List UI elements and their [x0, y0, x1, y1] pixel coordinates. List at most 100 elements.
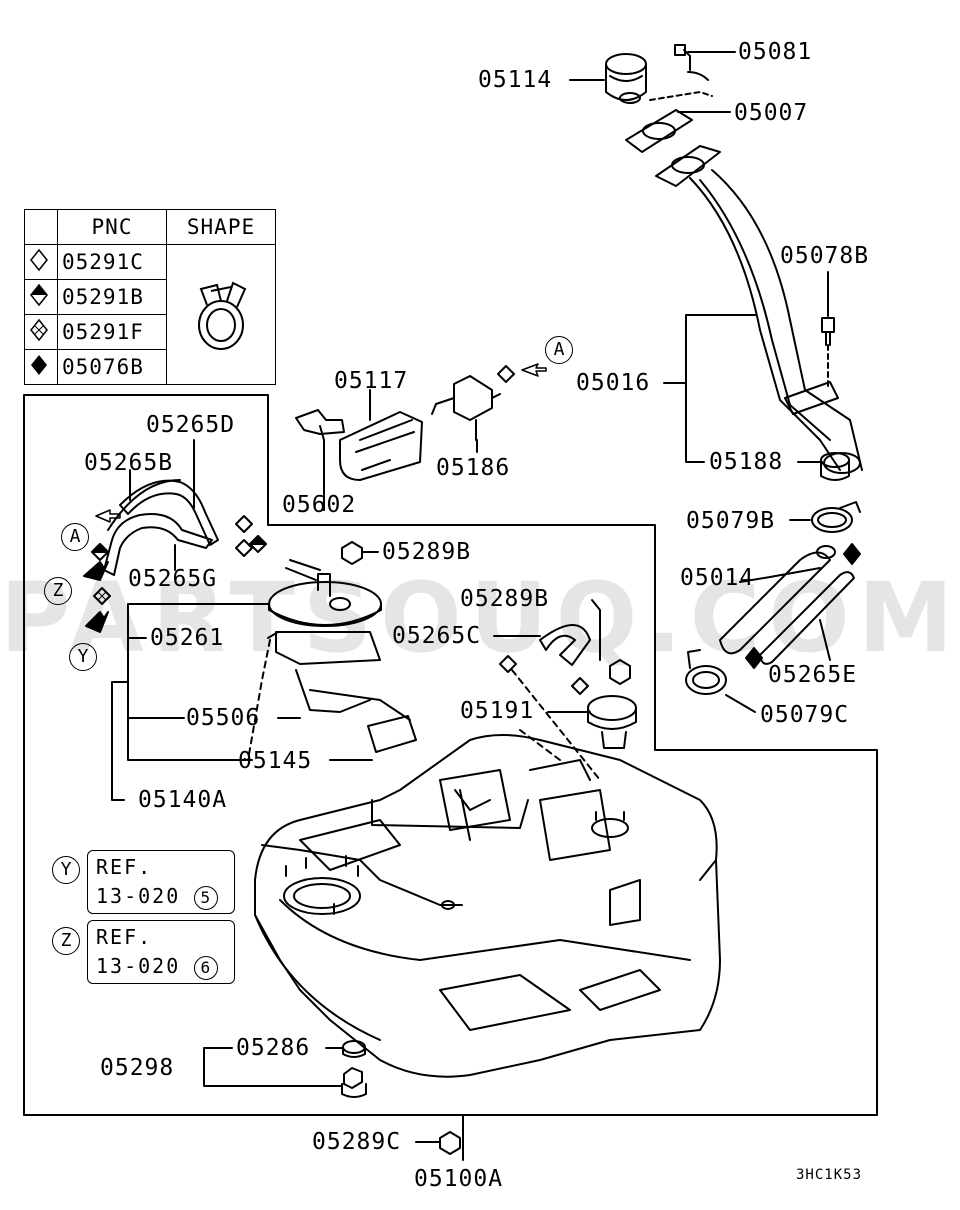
label-05289B: 05289B — [382, 539, 472, 565]
nut-05289B — [341, 541, 363, 565]
label-05007: 05007 — [734, 100, 809, 126]
label-05117: 05117 — [334, 368, 409, 394]
diamond-outline-icon — [24, 244, 58, 280]
watermark: PARTSOUQ.COM — [0, 562, 960, 674]
dashed-leader — [511, 669, 601, 781]
ref-title: REF. — [96, 855, 153, 879]
tank-group-frame — [23, 394, 878, 1116]
dashed-leader — [519, 729, 561, 761]
legend-pnc: 05291B — [57, 279, 167, 315]
tank-fitting — [591, 811, 629, 838]
legend-pnc: 05291C — [57, 244, 167, 280]
label-05191: 05191 — [460, 698, 535, 724]
drain-washer-05286 — [342, 1040, 366, 1058]
ref-marker-y: Y — [52, 856, 80, 884]
filler-hose-05014 — [719, 545, 836, 655]
label-05289B: 05289B — [460, 586, 550, 612]
hoses-05265-set — [103, 479, 219, 576]
label-05078B: 05078B — [780, 243, 870, 269]
label-05298: 05298 — [100, 1055, 175, 1081]
diamond-outline-icon — [235, 515, 253, 533]
label-05114: 05114 — [478, 67, 553, 93]
label-05289C: 05289C — [312, 1129, 402, 1155]
diamond-half-icon — [24, 279, 58, 315]
label-05265D: 05265D — [146, 412, 236, 438]
vent-tube — [261, 844, 463, 906]
arrow-solid-icon — [85, 611, 109, 633]
sender-05191 — [587, 695, 637, 749]
clamp-shape-icon — [198, 281, 247, 350]
marker-z: Z — [44, 577, 72, 605]
label-05265E: 05265E — [768, 662, 858, 688]
label-05186: 05186 — [436, 455, 511, 481]
cover-05117 — [339, 411, 423, 481]
diamond-outline-icon — [499, 655, 517, 673]
label-05079B: 05079B — [686, 508, 776, 534]
diamond-hatched-icon — [93, 587, 111, 605]
arrow-outline-icon — [95, 509, 121, 523]
legend-header-shape: SHAPE — [166, 209, 276, 245]
label-05265C: 05265C — [392, 623, 482, 649]
fuel-pump-module — [247, 559, 417, 761]
bolt-05289C — [439, 1131, 461, 1155]
hose-05265C — [539, 624, 591, 666]
legend-table: PNC SHAPE 05291C 05291B 05291F 05076B — [24, 209, 276, 385]
fuel-cap-05114 — [605, 53, 647, 104]
label-05261: 05261 — [150, 625, 225, 651]
ref-title: REF. — [96, 925, 153, 949]
label-05506: 05506 — [186, 705, 261, 731]
gasket-05007 — [625, 109, 693, 153]
clamp-05079B — [811, 501, 861, 533]
label-05016: 05016 — [576, 370, 651, 396]
ref-box-y: REF. 13-020 5 — [87, 850, 235, 914]
marker-y: Y — [69, 643, 97, 671]
label-05014: 05014 — [680, 565, 755, 591]
ref-code: 13-020 — [96, 954, 181, 978]
legend-pnc: 05076B — [57, 349, 167, 385]
label-05265G: 05265G — [128, 566, 218, 592]
filter-05186 — [431, 375, 501, 441]
diamond-outline-icon — [571, 677, 589, 695]
label-05188: 05188 — [709, 449, 784, 475]
drain-plug-05298 — [341, 1067, 367, 1098]
legend-pnc: 05291F — [57, 314, 167, 350]
diamond-solid-icon — [24, 349, 58, 385]
diamond-hatched-icon — [24, 314, 58, 350]
label-05100A: 05100A — [414, 1166, 504, 1192]
label-05145: 05145 — [238, 748, 313, 774]
ref-code: 13-020 — [96, 884, 181, 908]
ref-number: 6 — [194, 956, 219, 980]
diamond-hatched-icon — [235, 539, 253, 557]
clamp-05079C — [685, 649, 727, 695]
breather-hose-05265E — [759, 571, 855, 665]
leader-lines — [111, 51, 831, 1161]
ref-number: 5 — [194, 886, 219, 910]
diamond-solid-icon — [843, 543, 861, 565]
label-05140A: 05140A — [138, 787, 228, 813]
label-05079C: 05079C — [760, 702, 850, 728]
legend-header-pnc: PNC — [57, 209, 167, 245]
marker-a: A — [545, 336, 573, 364]
fuel-tank-05100A — [254, 734, 721, 1078]
tank-mounting-ring — [283, 855, 361, 915]
label-05286: 05286 — [236, 1035, 311, 1061]
label-05265B: 05265B — [84, 450, 174, 476]
label-05081: 05081 — [738, 39, 813, 65]
diamond-solid-icon — [745, 647, 763, 669]
clamp-shape-cell — [166, 244, 276, 385]
marker-a: A — [61, 523, 89, 551]
diamond-outline-icon — [497, 365, 515, 383]
ref-box-z: REF. 13-020 6 — [87, 920, 235, 984]
bolt-05078B — [821, 317, 835, 391]
screw-05081 — [649, 44, 713, 101]
label-05602: 05602 — [282, 492, 357, 518]
arrow-solid-icon — [83, 561, 109, 581]
arrow-outline-icon — [521, 363, 547, 377]
hose-connector-05188 — [820, 452, 850, 481]
nut-05289B — [609, 659, 631, 685]
diagram-code: 3HC1K53 — [796, 1167, 863, 1183]
bracket-05602 — [295, 409, 345, 511]
ref-marker-z: Z — [52, 927, 80, 955]
vent-connector — [441, 900, 455, 910]
